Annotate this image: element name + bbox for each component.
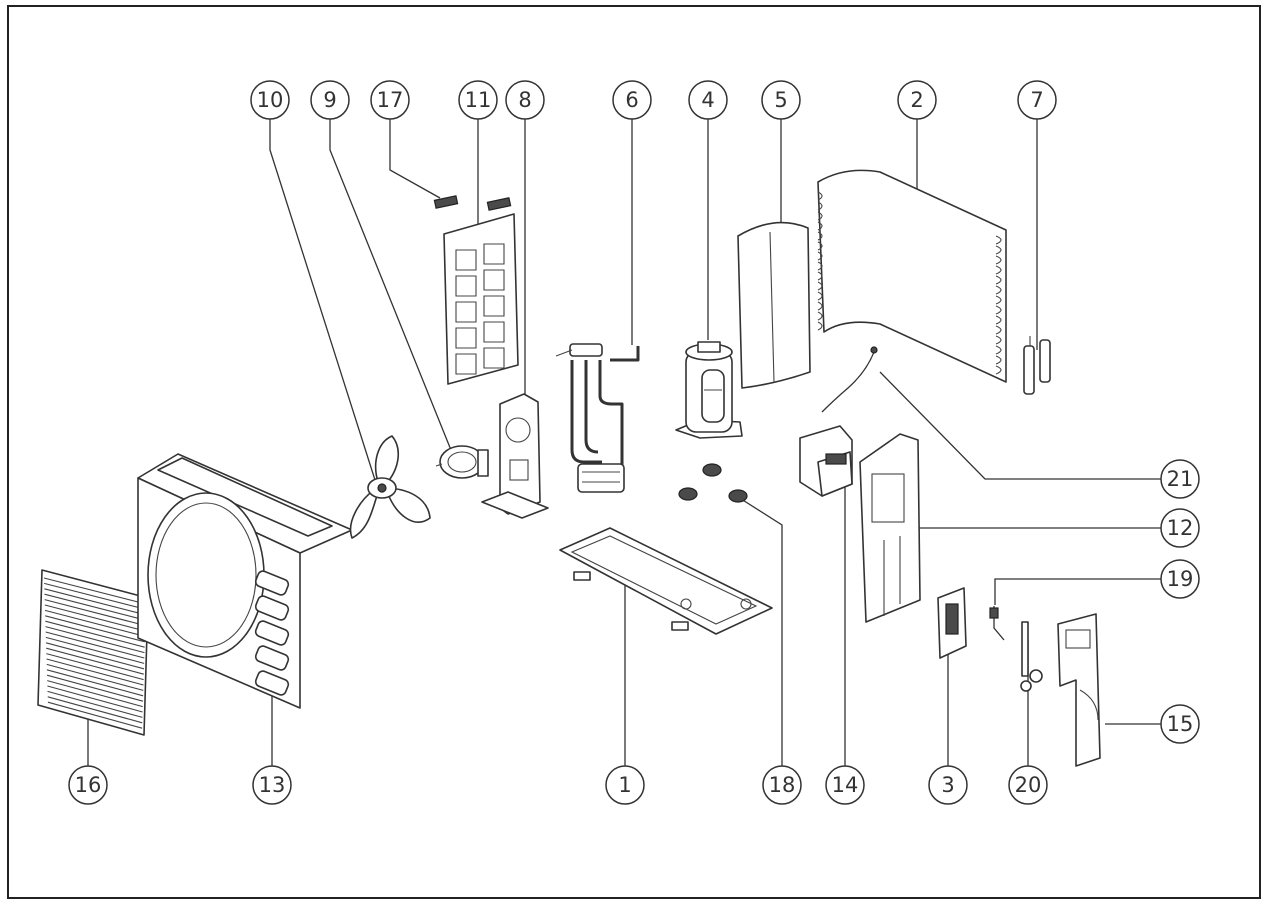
valve-cover (1057, 613, 1101, 767)
motor-bracket (481, 393, 549, 519)
callout-18: 18 (762, 765, 802, 805)
callout-label: 5 (774, 88, 787, 112)
callout-2: 2 (897, 80, 937, 120)
callout-4: 4 (688, 80, 728, 120)
callout-circle (250, 80, 290, 120)
callout-circle (370, 80, 410, 120)
callout-circle (1017, 80, 1057, 120)
callout-label: 19 (1167, 567, 1194, 591)
callout-circle (252, 765, 292, 805)
callout-5: 5 (761, 80, 801, 120)
front-grille (37, 569, 149, 736)
callout-label: 7 (1030, 88, 1043, 112)
callout-circle (1160, 459, 1200, 499)
callout-label: 3 (941, 773, 954, 797)
callout-label: 6 (625, 88, 638, 112)
callout-circle (605, 765, 645, 805)
callout-label: 1 (618, 773, 631, 797)
callout-7: 7 (1017, 80, 1057, 120)
callout-label: 20 (1015, 773, 1042, 797)
callout-label: 11 (465, 88, 492, 112)
temperature-sensor (821, 346, 878, 413)
callout-circle (761, 80, 801, 120)
base-chassis (559, 527, 773, 635)
callout-6: 6 (612, 80, 652, 120)
callout-label: 13 (259, 773, 286, 797)
callout-16: 16 (68, 765, 108, 805)
callout-circle (68, 765, 108, 805)
callout-10: 10 (250, 80, 290, 120)
callout-circle (310, 80, 350, 120)
callout-1: 1 (605, 765, 645, 805)
compressor (675, 341, 743, 439)
callout-8: 8 (505, 80, 545, 120)
callout-label: 18 (769, 773, 796, 797)
front-panel (137, 453, 353, 709)
rubber-feet (678, 463, 748, 503)
callout-circle (1160, 508, 1200, 548)
callout-circle (1008, 765, 1048, 805)
condenser-coil (817, 169, 1007, 383)
callout-circle (612, 80, 652, 120)
callout-3: 3 (928, 765, 968, 805)
four-way-valve-assembly (555, 343, 640, 493)
callout-circle (897, 80, 937, 120)
callout-19: 19 (1160, 559, 1200, 599)
service-valves (1023, 336, 1051, 395)
callout-label: 4 (701, 88, 714, 112)
callout-15: 15 (1160, 704, 1200, 744)
valve-fitting-19 (989, 606, 1005, 641)
rear-mesh-grille (443, 213, 519, 385)
callout-label: 8 (518, 88, 531, 112)
callout-label: 15 (1167, 712, 1194, 736)
callout-label: 9 (323, 88, 336, 112)
callout-circle (1160, 704, 1200, 744)
clips (433, 195, 512, 211)
callout-label: 17 (377, 88, 404, 112)
callout-circle (505, 80, 545, 120)
callout-12: 12 (1160, 508, 1200, 548)
callout-13: 13 (252, 765, 292, 805)
fan-motor (435, 445, 489, 479)
callout-circle (762, 765, 802, 805)
callout-circle (825, 765, 865, 805)
callout-label: 16 (75, 773, 102, 797)
callout-label: 2 (910, 88, 923, 112)
callout-20: 20 (1008, 765, 1048, 805)
partition-plate (737, 221, 811, 389)
fan-blade (349, 435, 431, 539)
callout-circle (1160, 559, 1200, 599)
callout-circle (458, 80, 498, 120)
callout-circle (928, 765, 968, 805)
callout-label: 12 (1167, 516, 1194, 540)
callout-9: 9 (310, 80, 350, 120)
callout-label: 21 (1167, 467, 1194, 491)
callout-17: 17 (370, 80, 410, 120)
electrical-box (799, 425, 853, 497)
callout-label: 14 (832, 773, 859, 797)
leader-lines (87, 119, 1161, 766)
side-panel (859, 433, 921, 623)
valve-fitting-20 (1020, 621, 1043, 692)
terminal-block (937, 587, 967, 659)
callout-circle (688, 80, 728, 120)
callout-14: 14 (825, 765, 865, 805)
callout-11: 11 (458, 80, 498, 120)
callout-label: 10 (257, 88, 284, 112)
callout-21: 21 (1160, 459, 1200, 499)
diagram-border (7, 5, 1261, 899)
